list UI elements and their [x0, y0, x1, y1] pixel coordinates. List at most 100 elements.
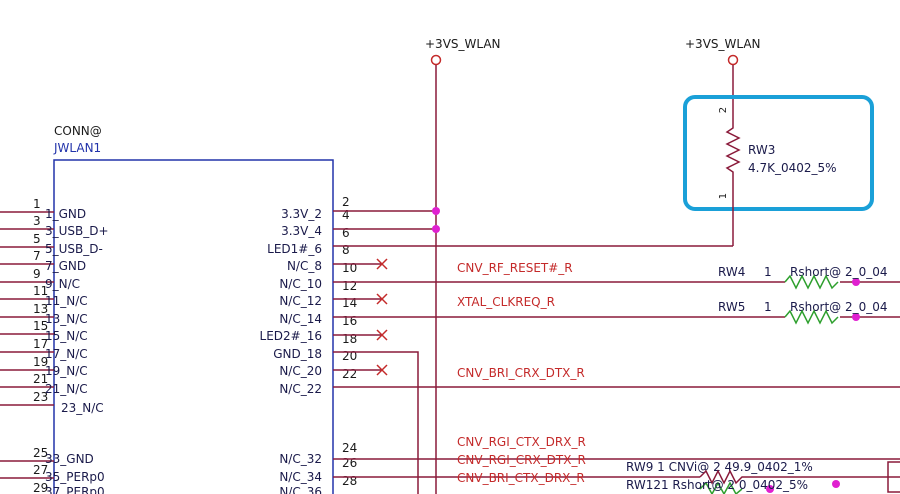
right-pin: 16N/C_14 [279, 312, 357, 328]
no-connect-x [376, 258, 388, 270]
junction-dot [432, 207, 440, 215]
resistor-rw3: 2 1 RW3 4.7K_0402_5% [718, 107, 837, 246]
pin-number: 7 [33, 249, 41, 263]
right-pin: N/C_22 [279, 382, 322, 396]
resistor-rw4: RW4 1 Rshort@ 2_0_04 [718, 265, 888, 290]
pin-label: GND_18 [273, 347, 322, 361]
pin-label: N/C_20 [279, 364, 322, 378]
resistor-pin-number: 1 [718, 193, 729, 199]
pin-number: 25 [33, 446, 48, 460]
pin-number: 15 [33, 319, 48, 333]
resistor-ref: RW5 [718, 300, 745, 314]
right-pins: 243.3V_263.3V_48LED1#_610N/C_812N/C_1014… [260, 195, 358, 494]
pin-number: 1 [33, 197, 41, 211]
left-pin: 37_PERp0 [45, 485, 105, 494]
resistor-zigzag [784, 309, 839, 325]
junction-dot [852, 278, 860, 286]
resistor-zigzag [784, 274, 839, 290]
pin-number: 19 [33, 355, 48, 369]
pin-label: 7_GND [45, 259, 86, 273]
pin-number: 29 [33, 481, 48, 494]
right-pin: 6 3.3V_4 [281, 224, 350, 240]
resistor-ref: RW4 [718, 265, 745, 279]
no-connect-x [376, 364, 388, 376]
resistor-rw121: RW121 Rshort@ 2 0_0402_5% [626, 478, 808, 494]
pin-label: 3_USB_D+ [45, 224, 109, 238]
pin-label: 3.3V_2 [281, 207, 322, 221]
pin-number: 28 [342, 474, 357, 488]
component-outline [887, 461, 900, 493]
left-pin: 23_N/C [61, 401, 104, 415]
pin-number: 4 [342, 208, 350, 222]
resistor-pin-number: 1 [764, 265, 772, 279]
resistor-value: Rshort@ 2_0_04 [790, 300, 888, 314]
right-pin: 18 LED2#_16 [260, 329, 358, 346]
right-pin: 22 N/C_20 [279, 364, 357, 381]
pin-label: 35_PERp0 [45, 470, 105, 484]
pin-label: 21_N/C [45, 382, 88, 396]
pin-label: N/C_8 [287, 259, 322, 273]
pin-label: N/C_36 [279, 485, 322, 494]
resistor-ref: RW3 [748, 143, 775, 157]
pin-label: N/C_22 [279, 382, 322, 396]
net-label: CNV_RGI_CRX_DTX_R [457, 453, 586, 467]
pin-number: 10 [342, 261, 357, 275]
wire-gnd18 [333, 351, 419, 494]
pin-number: 18 [342, 332, 357, 346]
pin-label: LED2#_16 [260, 329, 322, 343]
junction-dot [832, 480, 840, 488]
pin-number: 16 [342, 314, 357, 328]
power-port-circle [727, 54, 739, 66]
right-pin: 12N/C_10 [279, 277, 357, 293]
pin-number: 5 [33, 232, 41, 246]
junction-dot [432, 225, 440, 233]
pin-number: 6 [342, 226, 350, 240]
resistor-text: RW9 1 CNVi@ 2 49.9_0402_1% [626, 460, 813, 474]
power-rail-label: +3VS_WLAN [425, 37, 501, 51]
right-pin: 4 3.3V_2 [281, 207, 350, 222]
pin-number: 14 [342, 296, 357, 310]
net-label: CNV_RF_RESET#_R [457, 261, 573, 275]
pin-number: 21 [33, 372, 48, 386]
pin-label: N/C_32 [279, 452, 322, 466]
resistor-pin-number: 2 [718, 107, 729, 113]
pin-label: N/C_34 [279, 470, 322, 484]
net-label: CNV_BRI_CTX_DRX_R [457, 471, 585, 485]
pin-label: 15_N/C [45, 329, 88, 343]
junction-dot [852, 313, 860, 321]
pin-label: 3.3V_4 [281, 224, 322, 238]
highlight-box [683, 95, 874, 211]
junctions [432, 207, 860, 493]
power-rail-1: +3VS_WLAN [425, 37, 501, 494]
resistor-rw5: RW5 1 Rshort@ 2_0_04 [718, 300, 888, 325]
net-label: CNV_RGI_CTX_DRX_R [457, 435, 586, 449]
pin-number: 9 [33, 267, 41, 281]
pin-number: 27 [33, 463, 48, 477]
left-pin: 9 7_GND [0, 259, 86, 283]
pin-number: 11 [33, 284, 48, 298]
connector-ref-title: CONN@ [54, 124, 102, 138]
pin-number: 22 [342, 367, 357, 381]
resistor-zigzag [725, 118, 741, 208]
connector-body [53, 159, 334, 494]
pin-number: 3 [33, 214, 41, 228]
right-pin: 2 [342, 195, 350, 209]
no-connect-markers [376, 258, 388, 376]
left-pin: 1 [0, 197, 54, 213]
resistor-zigzag [699, 481, 743, 494]
pin-label: 23_N/C [61, 401, 104, 415]
pin-label: 1_GND [45, 207, 86, 221]
resistor-pin-number: 1 [764, 300, 772, 314]
net-label: CNV_BRI_CRX_DTX_R [457, 366, 585, 380]
pin-label: 33_GND [45, 452, 94, 466]
pin-number: 13 [33, 302, 48, 316]
